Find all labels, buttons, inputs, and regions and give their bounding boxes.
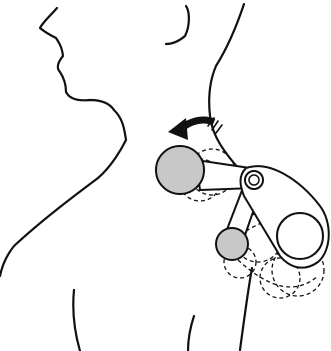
large-massage-ball — [156, 146, 204, 194]
neck-back-outline — [209, 4, 244, 170]
pivot-joint — [245, 171, 263, 189]
shoulder-outline — [240, 268, 252, 350]
face-profile-outline — [0, 8, 126, 276]
small-massage-ball — [216, 228, 248, 260]
collar-line — [188, 316, 194, 351]
open-ring — [277, 213, 323, 259]
curved-arrow-left-icon — [168, 118, 214, 140]
jaw-outline — [166, 6, 189, 44]
arm-line — [73, 290, 80, 351]
